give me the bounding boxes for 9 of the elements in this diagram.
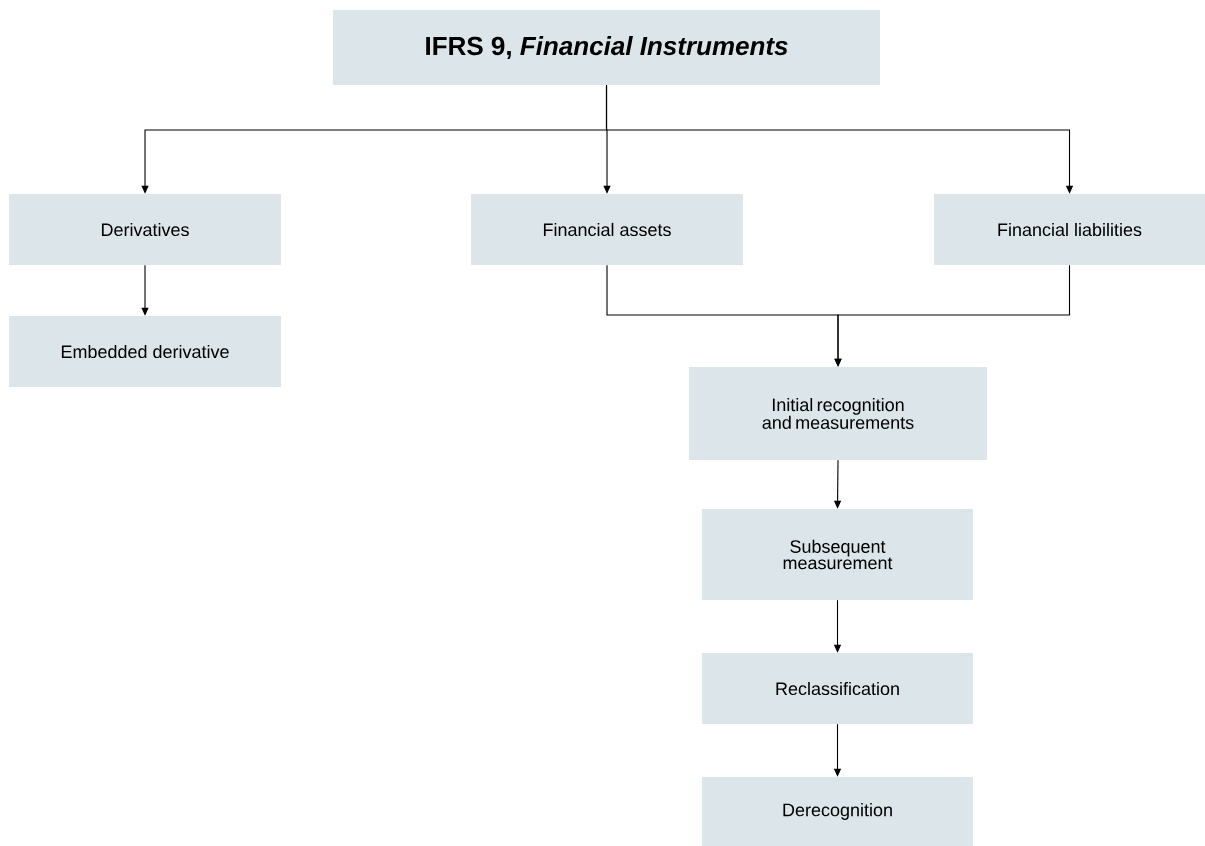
process-box: Reclassification — [702, 653, 973, 724]
process-box: Derivatives — [9, 194, 281, 265]
process-box: Initial recognition and measurements — [689, 367, 987, 460]
process-box: Subsequent measurement — [702, 509, 973, 600]
process-box: Derecognition — [702, 777, 973, 846]
title-box: IFRS 9, Financial Instruments — [333, 10, 880, 85]
process-box: Financial assets — [471, 194, 743, 265]
process-box: Embedded derivative — [9, 316, 281, 387]
process-box: Financial liabilities — [934, 194, 1205, 265]
